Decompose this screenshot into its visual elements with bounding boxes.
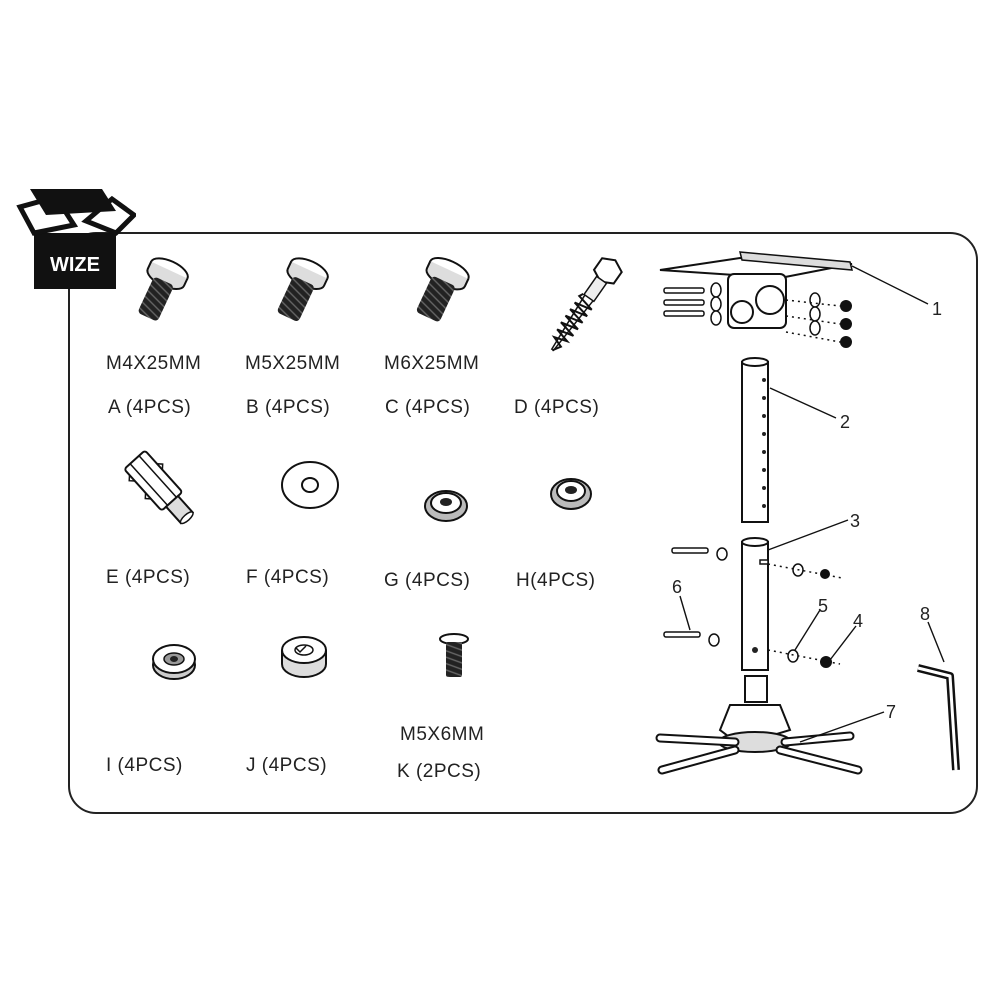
part-b-size: M5X25MM: [245, 353, 341, 374]
washer-h-icon: [550, 478, 592, 510]
part-c-label: C (4PCS): [385, 397, 471, 418]
tube-fasteners: [663, 547, 843, 668]
callout-3: 3: [850, 511, 861, 531]
part-a-size: M4X25MM: [106, 353, 202, 374]
callout-1: 1: [932, 299, 943, 319]
hex-key-part-8: [917, 664, 960, 771]
callout-4: 4: [853, 611, 864, 631]
part-h-label: H(4PCS): [516, 570, 596, 591]
part-g-label: G (4PCS): [384, 570, 471, 591]
ceiling-bracket-part-1: [659, 251, 853, 348]
screw-k-icon: [439, 633, 469, 677]
spacer-i-icon: [152, 644, 196, 680]
part-k-label: K (2PCS): [397, 761, 482, 782]
wize-box-logo: WIZE: [16, 189, 136, 289]
part-d-label: D (4PCS): [514, 397, 600, 418]
part-b-label: B (4PCS): [246, 397, 331, 418]
screw-b-icon: [277, 257, 329, 321]
screw-c-icon: [416, 257, 470, 322]
callout-8: 8: [920, 604, 931, 624]
part-j-label: J (4PCS): [246, 755, 328, 776]
wall-anchor-e-icon: [124, 450, 195, 525]
projector-plate-part-7: [655, 675, 863, 775]
part-a-label: A (4PCS): [108, 397, 192, 418]
part-e-label: E (4PCS): [106, 567, 191, 588]
washer-g-icon: [424, 490, 468, 522]
flat-washer-f-icon: [281, 461, 339, 509]
callout-6: 6: [672, 577, 683, 597]
lag-bolt-d-icon: [550, 257, 623, 352]
callout-leaders: [679, 265, 945, 743]
brand-logo-text: WIZE: [50, 254, 100, 276]
spacer-j-icon: [281, 636, 327, 678]
part-i-label: I (4PCS): [106, 755, 183, 776]
callout-7: 7: [886, 702, 897, 722]
part-c-size: M6X25MM: [384, 353, 480, 374]
inner-tube-part-3: [741, 537, 769, 671]
callout-2: 2: [840, 412, 851, 432]
callout-5: 5: [818, 596, 829, 616]
parts-panel-frame: [68, 232, 978, 814]
extension-tube-part-2: [741, 357, 769, 523]
part-f-label: F (4PCS): [246, 567, 330, 588]
part-k-size: M5X6MM: [400, 724, 485, 745]
screw-a-icon: [138, 257, 189, 321]
